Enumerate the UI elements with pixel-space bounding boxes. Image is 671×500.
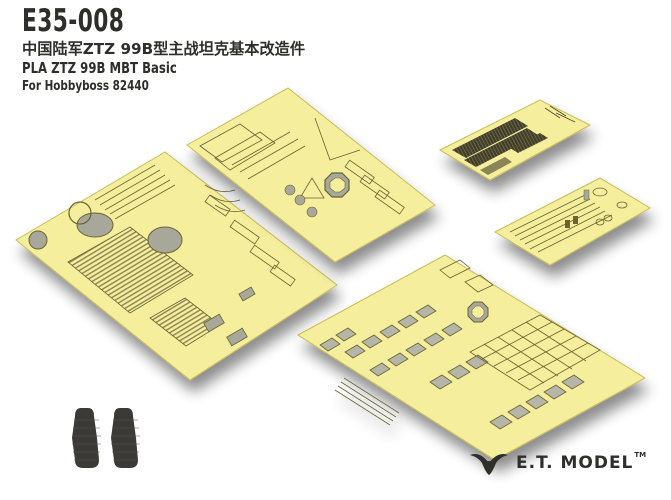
sheet-top-center [186,87,436,263]
title-chinese: 中国陆军ZTZ 99B型主战坦克基本改造件 [22,40,306,58]
sheet-top-right-small [438,99,592,181]
rubber-part-right [111,408,140,468]
brand-logo: E.T. MODEL TM [468,449,646,477]
sheet-large-left [15,151,338,381]
product-code: E35-008 [22,3,125,39]
sheet-bottom-right [297,254,646,461]
title-english: PLA ZTZ 99B MBT Basic [22,59,177,77]
sheet-mid-right-small [493,177,651,266]
trademark-mark: TM [634,451,647,459]
brand-name: E.T. MODEL [516,453,634,473]
product-header: E35-008 中国陆军ZTZ 99B型主战坦克基本改造件 PLA ZTZ 99… [22,4,311,95]
et-model-swirl-icon [470,454,508,475]
compatibility-subtitle: For Hobbyboss 82440 [22,79,149,94]
rubber-part-left [72,408,101,468]
